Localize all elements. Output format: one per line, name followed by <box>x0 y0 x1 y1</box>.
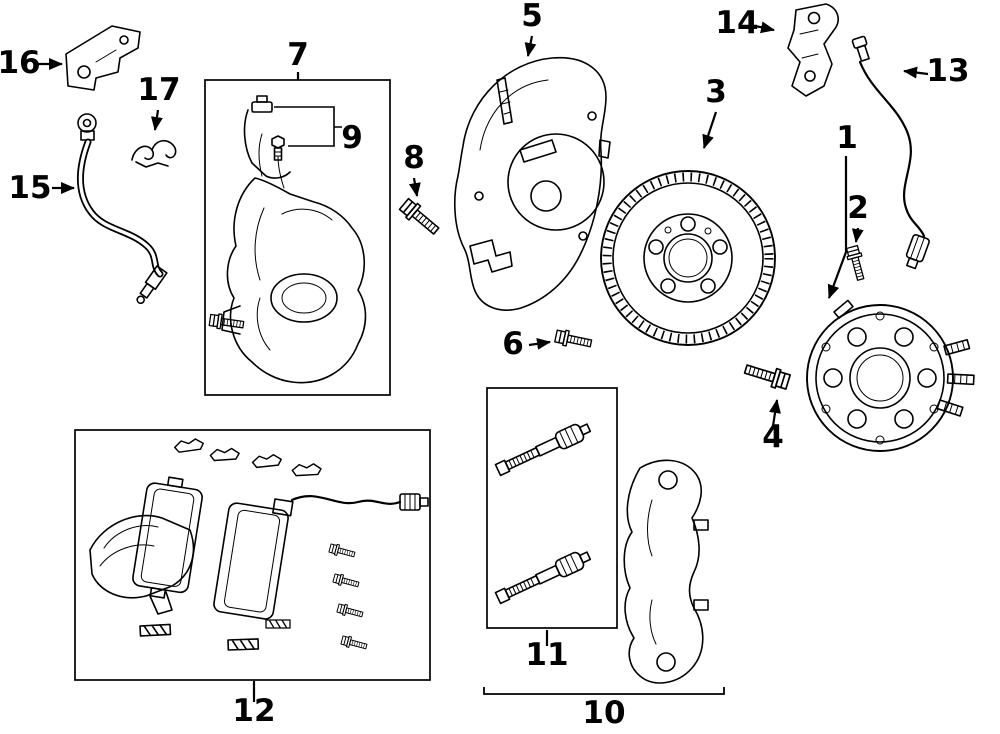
leader-5 <box>524 35 537 57</box>
hub-stud <box>943 338 971 356</box>
part-label-16[interactable]: 16 <box>0 45 41 81</box>
part-2-bolt <box>844 244 869 282</box>
pad-spring <box>265 619 291 629</box>
pad-spring <box>139 623 172 637</box>
part-14-bracket <box>787 3 839 97</box>
part-17-clip <box>131 139 177 168</box>
leader-2 <box>851 227 864 243</box>
pad-spring <box>227 638 260 651</box>
guide-pin <box>493 418 594 479</box>
leader-13 <box>903 66 929 79</box>
part-10-caliper-bracket <box>623 459 709 684</box>
part-16-bracket <box>65 25 141 91</box>
part-label-5[interactable]: 5 <box>521 0 543 34</box>
leader-9 <box>274 106 342 147</box>
pad-clip <box>291 462 323 477</box>
leader-4 <box>769 399 781 427</box>
leader-1 <box>827 156 848 299</box>
hub-stud <box>833 299 854 319</box>
part-10-span-line <box>483 687 725 695</box>
part-label-7[interactable]: 7 <box>287 37 309 73</box>
part-15-brake-hose <box>77 113 168 305</box>
part-label-17[interactable]: 17 <box>137 72 180 108</box>
part-7-caliper <box>208 109 367 384</box>
part-11-guide-pins <box>493 418 594 607</box>
brake-pad-outer <box>213 498 294 620</box>
part-3-rotor <box>600 170 776 346</box>
hose-line <box>77 138 164 278</box>
pad-bolt <box>336 602 365 621</box>
group-box-11 <box>486 387 618 629</box>
guide-pin <box>493 546 594 607</box>
part-9-fittings <box>251 95 285 161</box>
leader-14 <box>754 21 775 34</box>
part-8-bolt <box>397 196 443 239</box>
pad-bolt <box>328 542 357 561</box>
part-label-13[interactable]: 13 <box>926 53 969 89</box>
leader-8 <box>408 177 421 197</box>
part-5-splash-shield <box>454 56 611 311</box>
caliper-bolt <box>208 312 245 333</box>
pad-bolt <box>332 572 361 591</box>
part-label-3[interactable]: 3 <box>705 74 727 110</box>
part-label-10[interactable]: 10 <box>582 695 625 731</box>
part-6-bolt <box>553 327 594 352</box>
part-12-pad-kit <box>89 437 429 653</box>
pad-clip <box>251 453 283 469</box>
pad-clip <box>209 447 241 462</box>
leader-3 <box>702 111 718 149</box>
part-1-hub-assembly <box>806 299 975 452</box>
part-4-wheel-stud <box>742 359 792 392</box>
part-label-11[interactable]: 11 <box>525 637 568 673</box>
group-box-12 <box>74 429 431 681</box>
caliper-piston <box>270 273 338 323</box>
pad-bolt <box>340 634 369 653</box>
part-label-12[interactable]: 12 <box>232 693 275 729</box>
part-label-14[interactable]: 14 <box>715 5 758 41</box>
hub-stud <box>946 373 975 386</box>
wear-sensor-wire <box>290 495 402 505</box>
part-label-8[interactable]: 8 <box>403 140 425 176</box>
part-13-abs-sensor-cable <box>851 35 930 270</box>
part-label-9[interactable]: 9 <box>341 120 363 156</box>
part-label-2[interactable]: 2 <box>847 190 869 226</box>
part-label-1[interactable]: 1 <box>836 120 858 156</box>
part-label-4[interactable]: 4 <box>762 419 784 455</box>
part-label-15[interactable]: 15 <box>8 170 51 206</box>
rotor-vent-ticks <box>602 172 774 344</box>
hub-stud <box>936 399 964 417</box>
part-label-6[interactable]: 6 <box>502 326 524 362</box>
brake-pad-inner <box>132 476 203 599</box>
leader-17 <box>150 109 163 131</box>
leader-6 <box>528 337 551 350</box>
pad-shim-plate <box>89 514 195 615</box>
pad-clip <box>173 437 205 454</box>
wear-sensor-connector <box>399 493 429 511</box>
